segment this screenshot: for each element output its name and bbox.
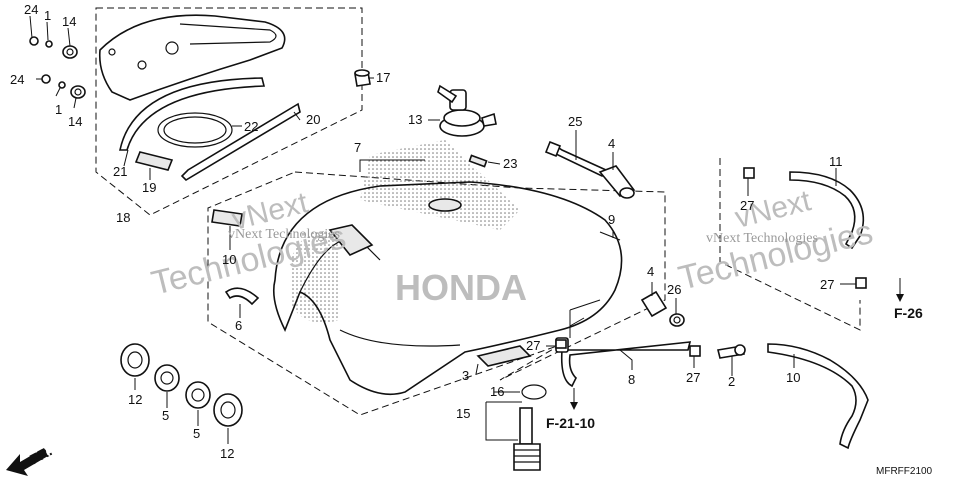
cushion-19 (134, 151, 174, 171)
clip-6 (224, 287, 260, 306)
callout-9: 9 (608, 212, 615, 227)
seal-strip-20 (180, 102, 301, 182)
seal-strip-21 (119, 77, 266, 151)
callout-1b: 1 (55, 102, 62, 117)
callout-22: 22 (244, 119, 258, 134)
screw-24a (29, 36, 39, 46)
callout-11: 11 (829, 154, 843, 169)
pad-3 (476, 345, 532, 367)
ref-arrow-f26 (896, 278, 904, 302)
callouts: 24 1 14 24 1 14 17 22 20 21 19 18 13 7 2… (10, 2, 843, 461)
callout-27d: 27 (686, 370, 700, 385)
grommet-14a (62, 45, 78, 59)
callout-3: 3 (462, 368, 469, 383)
callout-4b: 4 (647, 264, 654, 279)
cover-group-box (95, 7, 363, 216)
washer-1b (58, 81, 66, 89)
breather-tube-10b (767, 343, 869, 450)
fuel-tank-7 (272, 181, 623, 396)
breather-tube-11 (789, 171, 865, 250)
callout-25: 25 (568, 114, 582, 129)
cushion-10 (211, 209, 243, 227)
watermark-small-left: vNext Technologies (228, 227, 340, 242)
callout-6: 6 (235, 318, 242, 333)
rear-cover-part (98, 14, 286, 101)
clip-27c (855, 277, 867, 289)
callout-24b: 24 (10, 72, 24, 87)
callout-14a: 14 (62, 14, 76, 29)
callout-24a: 24 (24, 2, 38, 17)
nut-12b (213, 393, 243, 427)
callout-18: 18 (116, 210, 130, 225)
callout-1a: 1 (44, 8, 51, 23)
callout-8: 8 (628, 372, 635, 387)
nut-12a (120, 343, 150, 377)
clip-23 (468, 154, 488, 168)
fuel-cap-13 (437, 84, 497, 137)
rubber-4b (640, 290, 668, 318)
callout-13: 13 (408, 112, 422, 127)
callout-10b: 10 (786, 370, 800, 385)
callout-16: 16 (490, 384, 504, 399)
callout-20: 20 (306, 112, 320, 127)
screw-24b (41, 74, 51, 84)
callout-26: 26 (667, 282, 681, 297)
clip-27a (555, 339, 567, 349)
callout-5a: 5 (162, 408, 169, 423)
callout-12a: 12 (128, 392, 142, 407)
leader-lines (29, 15, 856, 444)
breather-group-box (719, 158, 861, 331)
callout-5b: 5 (193, 426, 200, 441)
watermark-small-right: vNext Technologies (706, 231, 818, 246)
fuel-filter-15 (513, 407, 541, 471)
callout-19: 19 (142, 180, 156, 195)
rubber-17 (354, 69, 371, 87)
bolt-25 (544, 140, 608, 178)
ref-label-f26: F-26 (894, 305, 923, 321)
washer-1a (45, 40, 53, 48)
washer-5b (185, 381, 211, 409)
clip-27d (689, 345, 701, 357)
callout-14b: 14 (68, 114, 82, 129)
callout-10: 10 (222, 252, 236, 267)
callout-7: 7 (354, 140, 361, 155)
collar-4a (598, 165, 636, 199)
clip-27b (743, 167, 755, 179)
diagram-code: MFRFF2100 (876, 466, 933, 477)
callout-27b: 27 (740, 198, 754, 213)
callout-4a: 4 (608, 136, 615, 151)
oring-22 (157, 112, 233, 148)
washer-5a (154, 364, 180, 392)
callout-2: 2 (728, 374, 735, 389)
clip-9 (599, 231, 621, 241)
tank-brand-text: HONDA (395, 267, 527, 308)
oring-16 (521, 384, 547, 400)
front-direction-arrow (6, 448, 48, 476)
callout-17: 17 (376, 70, 390, 85)
tank-side-shading (290, 231, 340, 323)
tank-group-box (207, 171, 666, 416)
tank-shading (360, 140, 520, 230)
callout-23: 23 (503, 156, 517, 171)
ref-label-f2110: F-21-10 (546, 415, 595, 431)
joint-2 (717, 344, 746, 359)
callout-21: 21 (113, 164, 127, 179)
grommet-14b (70, 85, 86, 99)
callout-12b: 12 (220, 446, 234, 461)
drain-tube-8 (555, 337, 692, 388)
callout-27a: 27 (526, 338, 540, 353)
callout-15: 15 (456, 406, 470, 421)
ref-arrow-f2110 (570, 388, 578, 410)
callout-27c: 27 (820, 277, 834, 292)
collar-26 (669, 313, 685, 327)
